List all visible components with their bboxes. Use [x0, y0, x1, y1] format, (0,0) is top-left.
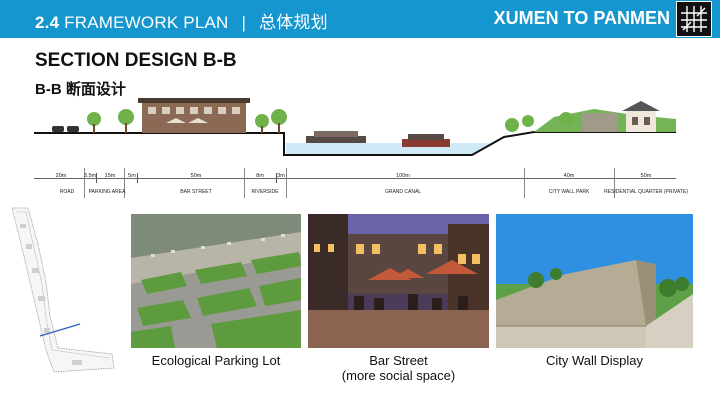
caption-bar-street: Bar Street (more social space) [341, 353, 456, 383]
dimension-tick [96, 173, 97, 183]
zone-separator [524, 168, 525, 198]
section-title: SECTION DESIGN B-B [35, 50, 237, 71]
caption-ecological-parking: Ecological Parking Lot [151, 353, 281, 368]
section-number: 2.4 [35, 13, 60, 32]
dimension-label: 40m [563, 173, 575, 179]
framework-title-cn: 总体规划 [259, 13, 328, 32]
dimension-label: 15m [104, 173, 116, 179]
zone-label-parking: PARKING AREA [88, 189, 126, 195]
framework-title: FRAMEWORK PLAN [64, 13, 229, 32]
dimension-label: 50m [640, 173, 652, 179]
grid-logo-icon [676, 1, 712, 37]
zone-separator [614, 168, 615, 198]
zone-label-grand-canal: GRAND CANAL [384, 189, 422, 195]
zone-separator [286, 168, 287, 198]
dimension-strip: 20m 3.5m 15m 5m 50m 8m 3m 100m 40m 50m R… [34, 168, 688, 200]
section-subtitle: B-B 断面设计 [35, 81, 126, 98]
cross-section-diagram [34, 98, 676, 156]
dimension-label: 3m [277, 173, 285, 179]
dimension-tick [137, 173, 138, 183]
residential-buildings [622, 101, 660, 132]
zone-label-road: ROAD [59, 189, 75, 195]
zone-label-city-wall-park: CITY WALL PARK [548, 189, 590, 195]
photo-city-wall-display [496, 214, 693, 348]
photo-bar-street [308, 214, 489, 348]
tree-icon [87, 109, 287, 133]
title-separator: | [241, 13, 247, 32]
caption-city-wall-display: City Wall Display [545, 353, 644, 368]
project-title: XUMEN TO PANMEN [493, 8, 670, 28]
section-cut-line [39, 323, 81, 337]
header-title: 2.4 FRAMEWORK PLAN | 总体规划 [35, 8, 328, 33]
dimension-label: 5m [128, 173, 136, 179]
dimension-line [34, 178, 676, 179]
zone-separator [124, 168, 125, 198]
dimension-label: 100m [396, 173, 410, 179]
site-plan-map [11, 207, 115, 373]
dimension-label: 3.5m [83, 173, 97, 179]
header-bar: 2.4 FRAMEWORK PLAN | 总体规划 XUMEN TO PANME… [0, 0, 720, 38]
zone-label-bar-street: BAR STREET [180, 189, 212, 195]
boat-icon [306, 131, 450, 147]
dimension-tick [276, 173, 277, 183]
zone-separator [84, 168, 85, 198]
zone-label-residential: RESIDENTIAL QUARTER (PRIVATE) [604, 189, 688, 195]
zone-label-riverside: RIVERSIDE [251, 189, 279, 195]
zone-separator [244, 168, 245, 198]
dimension-label: 20m [55, 173, 67, 179]
bar-street-buildings [138, 98, 250, 133]
car-icon [52, 126, 79, 132]
photo-ecological-parking-lot [131, 214, 301, 348]
dimension-label: 50m [190, 173, 202, 179]
dimension-label: 8m [256, 173, 264, 179]
